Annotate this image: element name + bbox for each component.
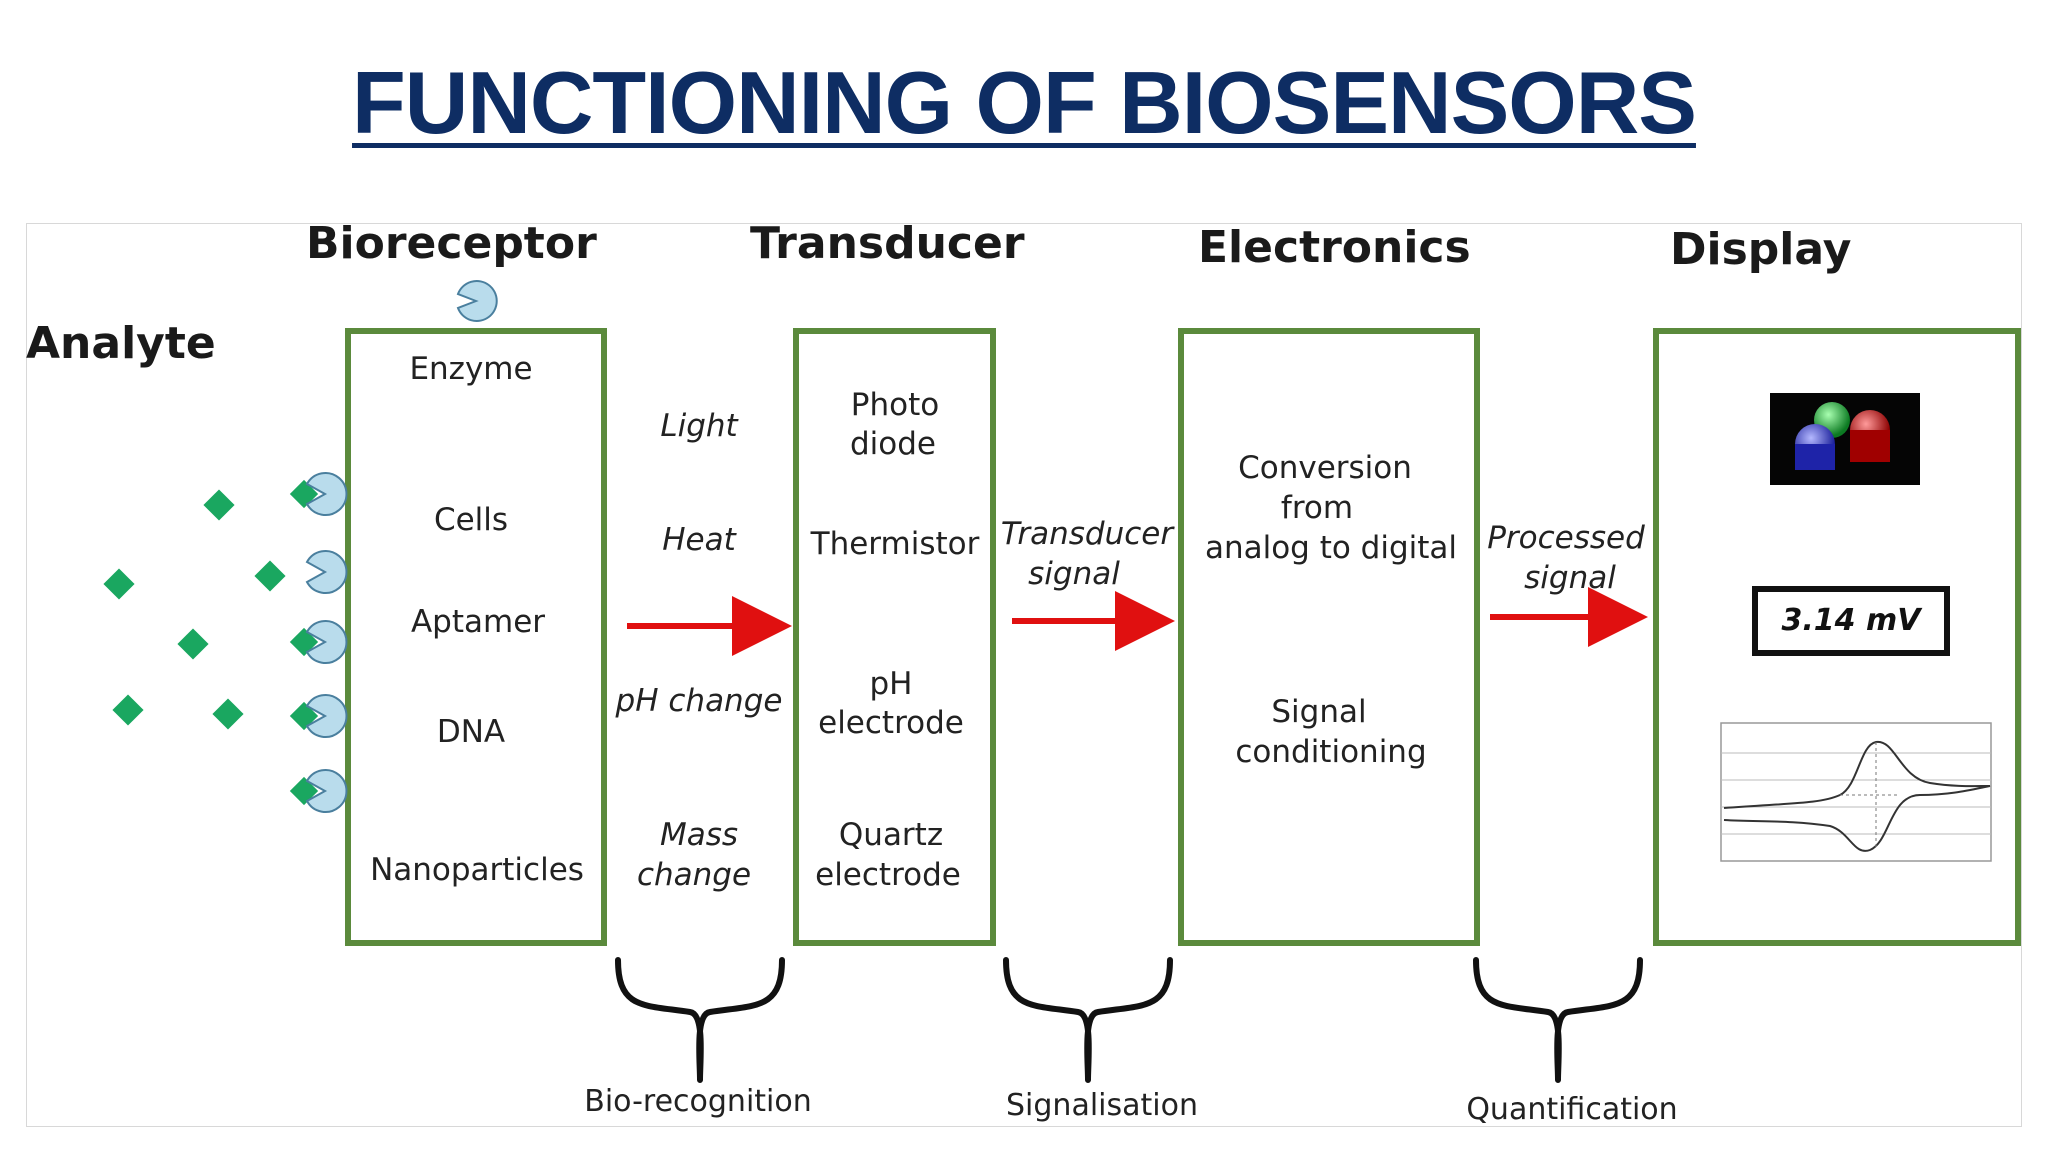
receptor-shape (305, 550, 348, 594)
receptor-shape (305, 620, 348, 664)
led-photo (1770, 393, 1920, 485)
bioreceptor-dna: DNA (436, 714, 506, 750)
receptor-shape (456, 280, 498, 322)
transducer-photo: Photo (850, 387, 940, 423)
bioreceptor-aptamer: Aptamer (410, 604, 546, 640)
header-bioreceptor: Bioreceptor (306, 218, 597, 269)
analyte-diamond (212, 698, 244, 730)
display-value-readout: 3.14 mV (1752, 586, 1950, 656)
signal-ph-change: pH change (615, 683, 783, 719)
analyte-diamond (203, 489, 235, 521)
diagram-panel (26, 223, 2022, 1127)
brace-bio-recognition (615, 957, 785, 1083)
stage-quantification: Quantification (1466, 1092, 1678, 1127)
receptor-shapes (305, 280, 498, 813)
transducer-box (793, 328, 996, 946)
bioreceptor-nanoparticles: Nanoparticles (370, 852, 584, 888)
signal-heat: Heat (662, 522, 736, 558)
stage-signalisation: Signalisation (1006, 1088, 1198, 1123)
electronics-conditioning: conditioning (1235, 734, 1427, 770)
analyte-diamond (103, 568, 135, 600)
bioreceptor-box (345, 328, 607, 946)
transducer-ph-electrode: electrode (818, 705, 964, 741)
header-display: Display (1670, 224, 1852, 275)
bioreceptor-cells: Cells (433, 502, 509, 538)
brace-signalisation (1003, 957, 1173, 1083)
processed-signal-label-1: Processed (1487, 520, 1645, 556)
header-analyte: Analyte (26, 318, 216, 369)
stage-bio-recognition: Bio-recognition (584, 1084, 812, 1119)
page-title: FUNCTIONING OF BIOSENSORS (352, 53, 1697, 152)
voltammogram-plot (1720, 722, 1992, 862)
analyte-diamonds (103, 479, 319, 806)
transducer-quartz-electrode: electrode (815, 857, 961, 893)
display-box (1653, 328, 2021, 946)
signal-mass: Mass (659, 817, 739, 853)
signal-change: change (636, 857, 752, 893)
header-electronics: Electronics (1198, 222, 1471, 273)
signal-light: Light (660, 408, 738, 444)
analyte-diamond (254, 560, 286, 592)
analyte-diamond (177, 628, 209, 660)
receptor-shape (305, 694, 348, 738)
brace-quantification (1473, 957, 1643, 1083)
receptor-shape (305, 769, 348, 813)
transducer-quartz: Quartz (838, 817, 944, 853)
bioreceptor-enzyme: Enzyme (409, 351, 533, 387)
electronics-analog-digital: analog to digital (1204, 530, 1458, 566)
transducer-thermistor: Thermistor (810, 526, 980, 562)
receptor-shape (305, 472, 348, 516)
electronics-signal: Signal (1271, 694, 1367, 730)
electronics-from: from (1280, 490, 1354, 526)
transducer-diode: diode (849, 426, 936, 462)
transducer-ph: pH (869, 666, 913, 702)
header-transducer: Transducer (750, 218, 1025, 269)
transducer-signal-label-2: signal (1028, 556, 1120, 592)
transducer-signal-label-1: Transducer (1000, 516, 1174, 552)
stage-braces (615, 957, 1643, 1083)
electronics-box (1178, 328, 1480, 946)
electronics-conversion: Conversion (1238, 450, 1412, 486)
analyte-diamond (112, 694, 144, 726)
